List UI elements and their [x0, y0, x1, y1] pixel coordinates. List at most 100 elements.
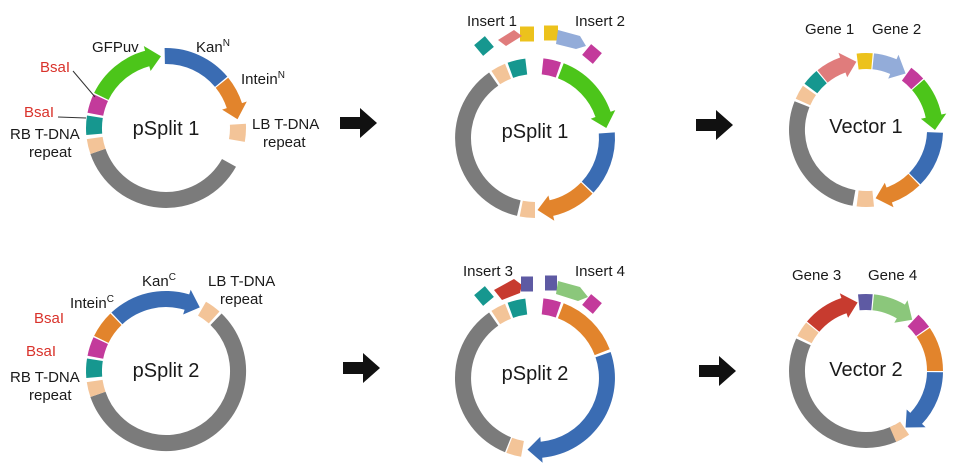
- intein-n-arrow: [215, 77, 247, 120]
- label-insert-3: Insert 3: [463, 263, 513, 280]
- label-gene-2: Gene 2: [872, 21, 921, 38]
- kan-n-block-2: [581, 132, 615, 193]
- lb-tdna-block-6: [889, 421, 910, 442]
- bsai-site-teal-4: [86, 358, 103, 378]
- plasmid-name-psplit2-inserts: pSplit 2: [502, 363, 569, 385]
- label-intein-n: InteinN: [241, 70, 285, 88]
- insert-end-magenta-2: [582, 294, 602, 314]
- gene-2-arrow: [872, 53, 906, 79]
- insert-end-teal-2: [474, 286, 494, 306]
- bsai-site-magenta-4: [87, 337, 108, 359]
- process-arrow-3: [343, 353, 380, 383]
- rb-tdna-block-3: [795, 85, 816, 106]
- label-rb-tdna-line2-2: repeat: [29, 387, 72, 404]
- kan-c-arrow-5: [527, 352, 615, 463]
- backbone-psplit2-inserts: [454, 312, 511, 453]
- gene-3-arrow: [807, 293, 858, 332]
- backbone-psplit1: [90, 148, 237, 208]
- gfpuv-arrow-3: [912, 79, 947, 130]
- junction-purple: [858, 293, 873, 311]
- lb-tdna-block-4: [198, 301, 220, 324]
- bsai-site-teal-2: [507, 58, 528, 78]
- label-insert-4: Insert 4: [575, 263, 625, 280]
- kan-c-arrow-6: [905, 372, 943, 428]
- label-lb-tdna-line2-2: repeat: [220, 291, 263, 308]
- intein-c-block: [94, 313, 122, 343]
- label-bsai-bottom: BsaI: [24, 104, 54, 121]
- bsai-site-magenta-5: [541, 298, 561, 318]
- bsai-site-magenta: [87, 94, 108, 116]
- insert-3-end-purple: [521, 276, 533, 292]
- lb-tdna-block: [229, 123, 247, 142]
- insert-4-body: [556, 281, 588, 301]
- bsai-site-teal: [86, 115, 103, 135]
- intein-n-arrow-2: [537, 182, 593, 221]
- leader-line-bsai-top: [72, 70, 96, 98]
- label-insert-2: Insert 2: [575, 13, 625, 30]
- label-kan-c: KanC: [142, 272, 176, 290]
- intein-c-block-6: [916, 327, 943, 371]
- label-bsai-top: BsaI: [40, 59, 70, 76]
- rb-tdna-block-2: [491, 63, 511, 85]
- label-rb-tdna-line1: RB T-DNA: [10, 126, 80, 143]
- insert-1-end-yellow: [520, 26, 534, 42]
- label-insert-1: Insert 1: [467, 13, 517, 30]
- label-lb-tdna-line1: LB T-DNA: [252, 116, 319, 133]
- bsai-site-teal-3: [804, 71, 827, 94]
- insert-2-end-yellow: [544, 25, 558, 41]
- plasmid-segments: [86, 25, 947, 463]
- label-rb-tdna-line2: repeat: [29, 144, 72, 161]
- kan-n-block-3: [909, 132, 943, 185]
- insert-3-body: [494, 279, 522, 300]
- process-arrows: [340, 108, 736, 386]
- bsai-site-magenta-2: [541, 58, 561, 78]
- kan-n-block: [164, 47, 228, 87]
- plasmid-name-psplit1: pSplit 1: [133, 118, 200, 140]
- label-rb-tdna-line1-2: RB T-DNA: [10, 369, 80, 386]
- rb-tdna-block-5: [491, 303, 511, 325]
- insert-4-end-purple: [545, 275, 557, 291]
- insert-2-body: [556, 30, 586, 49]
- plasmid-name-psplit1-inserts: pSplit 1: [502, 121, 569, 143]
- label-gene-1: Gene 1: [805, 21, 854, 38]
- bsai-site-teal-5: [507, 298, 528, 318]
- kan-c-arrow: [111, 289, 200, 325]
- gfpuv-arrow-2: [557, 63, 616, 128]
- label-gene-4: Gene 4: [868, 267, 917, 284]
- junction-yellow: [856, 53, 873, 70]
- insert-end-teal: [474, 36, 494, 56]
- process-arrow-1: [340, 108, 377, 138]
- label-gene-3: Gene 3: [792, 267, 841, 284]
- backbone-psplit1-inserts: [455, 72, 521, 216]
- lb-tdna-block-3: [856, 190, 874, 207]
- plasmid-name-psplit2: pSplit 2: [133, 360, 200, 382]
- gfpuv-arrow: [94, 46, 161, 100]
- bsai-site-magenta-3: [901, 67, 924, 90]
- backbone-vector1: [789, 101, 856, 206]
- label-intein-c: InteinC: [70, 294, 114, 312]
- plasmid-name-vector2: Vector 2: [829, 359, 902, 381]
- leader-line-bsai-bottom: [57, 116, 87, 119]
- intein-c-block-5: [557, 303, 610, 356]
- rb-tdna-block-6: [797, 322, 819, 344]
- insert-1-body: [498, 30, 522, 46]
- gene-4-arrow: [872, 294, 913, 323]
- label-lb-tdna-line1-2: LB T-DNA: [208, 273, 275, 290]
- bsai-site-magenta-6: [907, 314, 930, 336]
- gene-1-arrow: [817, 52, 857, 83]
- rb-tdna-block-4: [86, 379, 106, 397]
- plasmid-name-vector1: Vector 1: [829, 116, 902, 138]
- lb-tdna-block-2: [519, 200, 535, 218]
- label-bsai-bottom-2: BsaI: [26, 343, 56, 360]
- label-bsai-top-2: BsaI: [34, 310, 64, 327]
- insert-end-magenta: [582, 44, 602, 64]
- lb-tdna-block-5: [506, 437, 524, 457]
- rb-tdna-block: [86, 136, 106, 154]
- label-kan-n: KanN: [196, 38, 230, 56]
- backbone-psplit2: [90, 313, 247, 452]
- process-arrow-4: [699, 356, 736, 386]
- backbone-vector2: [789, 338, 903, 448]
- label-gfpuv: GFPuv: [92, 39, 139, 56]
- label-lb-tdna-line2: repeat: [263, 134, 306, 151]
